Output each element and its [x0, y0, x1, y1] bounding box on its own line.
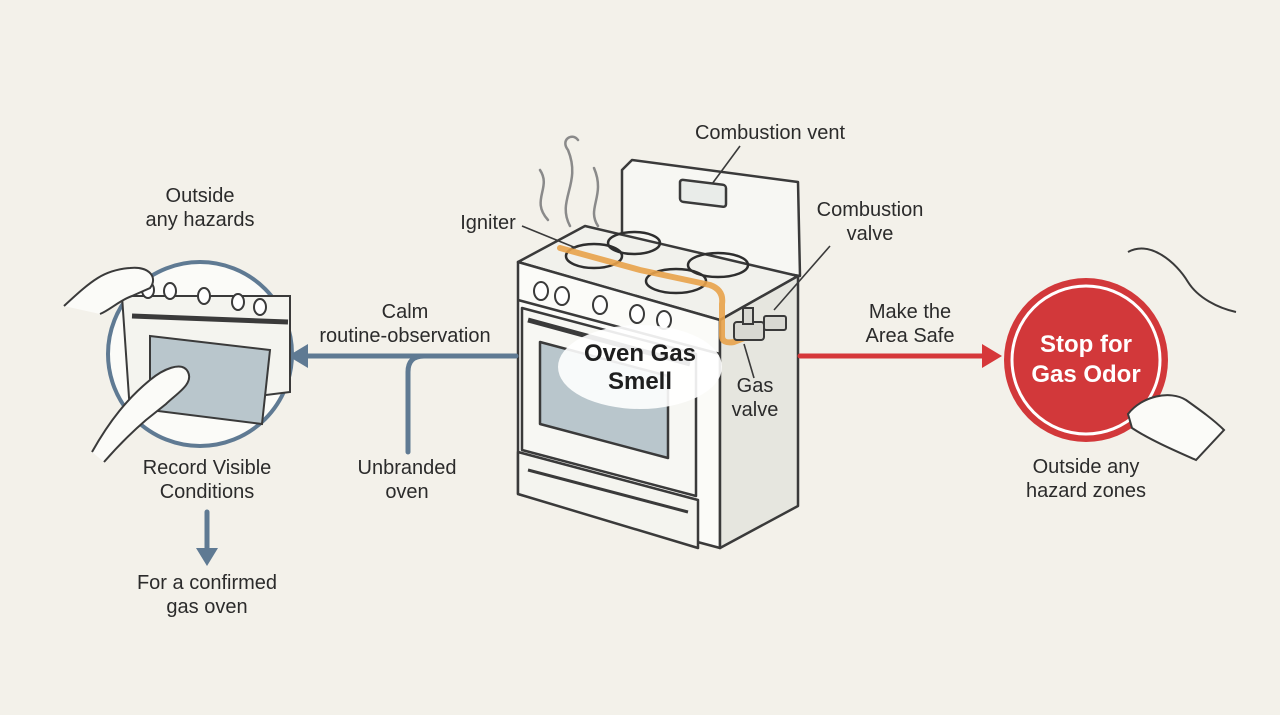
- stop-line2: Gas Odor: [1031, 361, 1141, 388]
- left-caption-label: Record Visible Conditions: [112, 456, 302, 504]
- stop-sign: [1004, 247, 1237, 462]
- gas-valve-label: Gas valve: [720, 374, 790, 422]
- left-arrow-line2: routine-observation: [319, 325, 491, 347]
- left-arrowhead: [288, 344, 308, 368]
- left-top-label: Outside any hazards: [120, 184, 280, 232]
- hand-icon-4: [1126, 394, 1226, 462]
- burner-grates: [564, 230, 750, 295]
- right-caption-label: Outside any hazard zones: [1006, 455, 1166, 503]
- fume-wisps-icon: [538, 135, 600, 228]
- left-caption-line1: Record Visible: [142, 457, 272, 479]
- gas-valve-line1: Gas: [736, 375, 774, 397]
- hand-icon-3: [1127, 247, 1237, 313]
- center-title: Oven Gas Smell: [560, 340, 720, 396]
- left-bottom-label: For a confirmed gas oven: [107, 571, 307, 619]
- hand-icon: [63, 266, 155, 315]
- combustion-valve-line2: valve: [846, 223, 894, 245]
- oven-closeup-vignette: [63, 260, 294, 463]
- branch-label: Unbranded oven: [337, 456, 477, 504]
- right-caption-line2: hazard zones: [1025, 480, 1147, 502]
- combustion-valve-label: Combustion valve: [790, 198, 950, 246]
- gas-valve-line2: valve: [731, 399, 779, 421]
- center-title-line1: Oven Gas: [583, 340, 697, 367]
- right-arrow-label: Make the Area Safe: [840, 300, 980, 348]
- stop-line1: Stop for: [1040, 331, 1132, 358]
- stop-sign-text: Stop for Gas Odor: [1006, 330, 1166, 390]
- leader-lines: [521, 145, 831, 379]
- right-arrowhead: [982, 344, 1002, 368]
- left-bottom-line1: For a confirmed: [136, 572, 278, 594]
- igniter-label: Igniter: [460, 212, 516, 234]
- hand-icon-2: [91, 365, 191, 463]
- center-glow: [558, 325, 722, 409]
- combustion-valve-line1: Combustion: [816, 199, 924, 221]
- down-arrowhead: [196, 548, 218, 566]
- left-bottom-line2: gas oven: [166, 596, 248, 618]
- left-arrow-label: Calm routine-observation: [300, 300, 510, 348]
- combustion-vent-label: Combustion vent: [694, 122, 846, 144]
- right-arrow-line1: Make the: [868, 301, 952, 323]
- gas-valve-fitting: [733, 307, 787, 341]
- left-arrow-line1: Calm: [381, 301, 429, 323]
- left-top-line2: any hazards: [145, 209, 255, 231]
- branch-line2: oven: [385, 481, 429, 503]
- right-arrow-line2: Area Safe: [865, 325, 955, 347]
- left-top-line1: Outside: [165, 185, 235, 207]
- control-knobs: [533, 281, 672, 330]
- gas-line: [557, 245, 763, 346]
- center-title-line2: Smell: [607, 368, 673, 395]
- left-caption-line2: Conditions: [159, 481, 255, 503]
- branch-line1: Unbranded: [357, 457, 457, 479]
- right-caption-line1: Outside any: [1032, 456, 1140, 478]
